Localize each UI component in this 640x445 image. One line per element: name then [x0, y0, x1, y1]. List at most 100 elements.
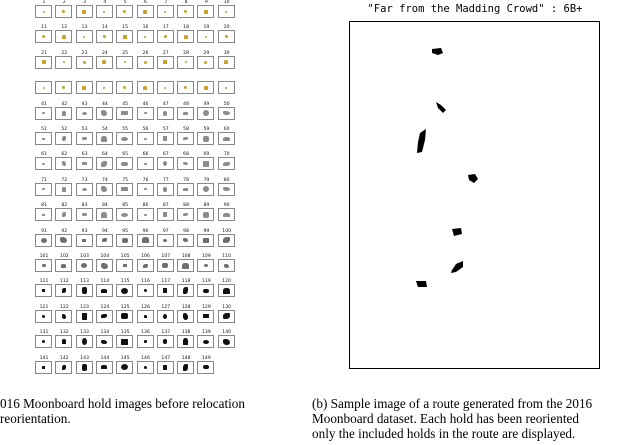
hold-number: 23: [81, 50, 88, 56]
hold-thumbnail: 104: [95, 254, 115, 273]
hold-number: 128: [181, 304, 191, 310]
hold-thumbnail: 144: [95, 356, 115, 375]
hold-thumbnail: 55: [115, 127, 135, 146]
hold-shape: [203, 9, 208, 14]
hold-image-frame: [136, 335, 154, 349]
hold-shape: [82, 238, 87, 242]
hold-number: 88: [183, 203, 190, 209]
hold-shape: [81, 312, 87, 320]
hold-thumbnail: 65: [115, 152, 135, 171]
hold-number: 6: [144, 0, 147, 5]
hold-thumbnail: 93: [75, 229, 95, 248]
hold-image-frame: [116, 233, 134, 247]
hold-thumbnail: 97: [156, 229, 176, 248]
hold-shape: [163, 186, 168, 192]
hold-thumbnail: 75: [115, 178, 135, 197]
hold-number: 26: [142, 50, 149, 56]
hold-shape: [42, 10, 45, 13]
hold-thumbnail: 17: [156, 25, 176, 44]
hold-number: 89: [203, 203, 210, 209]
hold-number: 114: [100, 279, 110, 285]
hold-thumbnail: 42: [54, 102, 74, 121]
hold-shape: [225, 86, 228, 89]
hold-thumbnail: 135: [115, 330, 135, 349]
caption-b-line-2: Moonboard dataset. Each hold has been re…: [312, 411, 579, 426]
hold-thumbnail: [75, 76, 95, 95]
hold-shape: [82, 60, 86, 64]
hold-shape: [222, 287, 230, 294]
hold-thumbnail: 50: [217, 102, 237, 121]
hold-number: 28: [183, 50, 190, 56]
hold-number: 140: [222, 330, 232, 336]
hold-shape: [83, 35, 86, 38]
hold-thumbnail: 128: [176, 305, 196, 324]
hold-thumbnail: 43: [75, 102, 95, 121]
hold-number: 112: [59, 279, 69, 285]
hold-shape: [42, 137, 45, 140]
hold-thumbnail: 14: [95, 25, 115, 44]
hold-thumbnail: 56: [136, 127, 156, 146]
caption-a: 016 Moonboard hold images before relocat…: [0, 396, 300, 426]
hold-shape: [183, 338, 189, 346]
hold-image-frame: [35, 132, 52, 145]
hold-thumbnail: 23: [75, 51, 95, 70]
caption-a-line-2: reorientation.: [0, 411, 71, 426]
hold-number: 99: [203, 228, 210, 234]
hold-image-frame: [35, 55, 52, 69]
hold-number: 135: [120, 330, 130, 336]
hold-thumbnail: 103: [75, 254, 95, 273]
hold-shape: [183, 111, 189, 115]
hold-image-frame: [197, 132, 215, 145]
hold-image-frame: [156, 335, 174, 349]
hold-shape: [222, 212, 230, 217]
hold-thumbnail: 100: [217, 229, 237, 248]
hold-number: 118: [181, 279, 191, 285]
hold-shape: [121, 364, 129, 371]
hold-number: 13: [81, 25, 88, 31]
hold-shape: [202, 288, 209, 293]
hold-shape: [222, 161, 230, 166]
hold-image-frame: [35, 360, 52, 374]
hold-number: 106: [141, 254, 150, 259]
hold-number: 98: [183, 228, 190, 234]
hold-number: 22: [61, 50, 68, 56]
hold-thumbnail: 98: [176, 229, 196, 248]
hold-number: 68: [183, 152, 190, 158]
hold-shape: [202, 339, 209, 344]
hold-number: 44: [101, 101, 108, 107]
hold-thumbnail: 95: [115, 229, 135, 248]
hold-thumbnail: 12: [54, 25, 74, 44]
hold-number: 134: [100, 330, 110, 336]
hold-image-frame: [75, 157, 93, 171]
hold-image-frame: [75, 81, 93, 95]
hold-image-frame: [177, 30, 195, 44]
hold-number: 85: [122, 203, 129, 209]
hold-shape: [143, 213, 147, 216]
hold-number: 43: [81, 101, 88, 107]
hold-number: 49: [203, 101, 210, 107]
hold-thumbnail: 111: [34, 279, 54, 298]
hold-number: 142: [59, 355, 69, 361]
hold-thumbnail: 108: [176, 254, 196, 273]
hold-number: 60: [223, 127, 230, 132]
hold-image-frame: [177, 335, 195, 349]
hold-shape: [60, 237, 68, 244]
hold-number: 53: [81, 127, 88, 132]
hold-image-frame: [197, 5, 215, 18]
hold-thumbnail: 68: [176, 152, 196, 171]
hold-image-frame: [217, 132, 235, 145]
hold-image-frame: [217, 309, 235, 323]
hold-image-frame: [217, 259, 235, 272]
hold-shape: [42, 289, 45, 293]
hold-image-frame: [136, 81, 154, 95]
hold-image-frame: [177, 106, 195, 120]
hold-number: 132: [59, 330, 69, 336]
hold-shape: [164, 86, 167, 89]
hold-image-frame: [197, 233, 215, 247]
hold-shape: [164, 10, 167, 13]
hold-number: 127: [161, 304, 171, 310]
hold-shape: [121, 287, 129, 294]
route-hold-3: [417, 129, 426, 153]
hold-image-frame: [95, 284, 113, 298]
route-hold-4: [468, 174, 478, 183]
